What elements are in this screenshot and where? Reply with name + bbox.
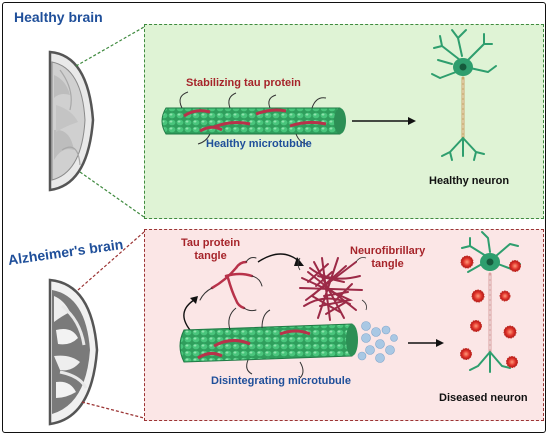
healthy-microtubule xyxy=(161,91,346,145)
stabilizing-tau-label: Stabilizing tau protein xyxy=(186,77,301,89)
neurofibrillary-tangle xyxy=(299,257,363,321)
nft-label-line2: tangle xyxy=(371,258,404,270)
alzheimers-brain-slice xyxy=(48,278,99,426)
amyloid-plaques xyxy=(460,255,521,368)
nft-label-line1: Neurofibrillary xyxy=(350,245,426,257)
healthy-neuron xyxy=(431,29,497,161)
diseased-neuron-label: Diseased neuron xyxy=(439,392,528,404)
tau-tangle-label: Tau protein tangle xyxy=(181,237,240,263)
scattered-tubulin xyxy=(357,321,398,363)
healthy-microtubule-label: Healthy microtubule xyxy=(206,138,312,150)
disintegrating-microtubule xyxy=(179,307,358,379)
figure-frame xyxy=(2,2,546,433)
tau-tangle-small xyxy=(199,257,263,312)
healthy-brain-title: Healthy brain xyxy=(14,9,103,25)
healthy-neuron-label: Healthy neuron xyxy=(429,175,510,187)
tau-tangle-label-line1: Tau protein xyxy=(181,237,241,249)
nft-label: Neurofibrillary tangle xyxy=(350,245,425,271)
disintegrating-microtubule-label: Disintegrating microtubule xyxy=(211,375,351,387)
healthy-brain-slice xyxy=(48,50,95,192)
tau-tangle-label-line2: tangle xyxy=(194,250,227,262)
